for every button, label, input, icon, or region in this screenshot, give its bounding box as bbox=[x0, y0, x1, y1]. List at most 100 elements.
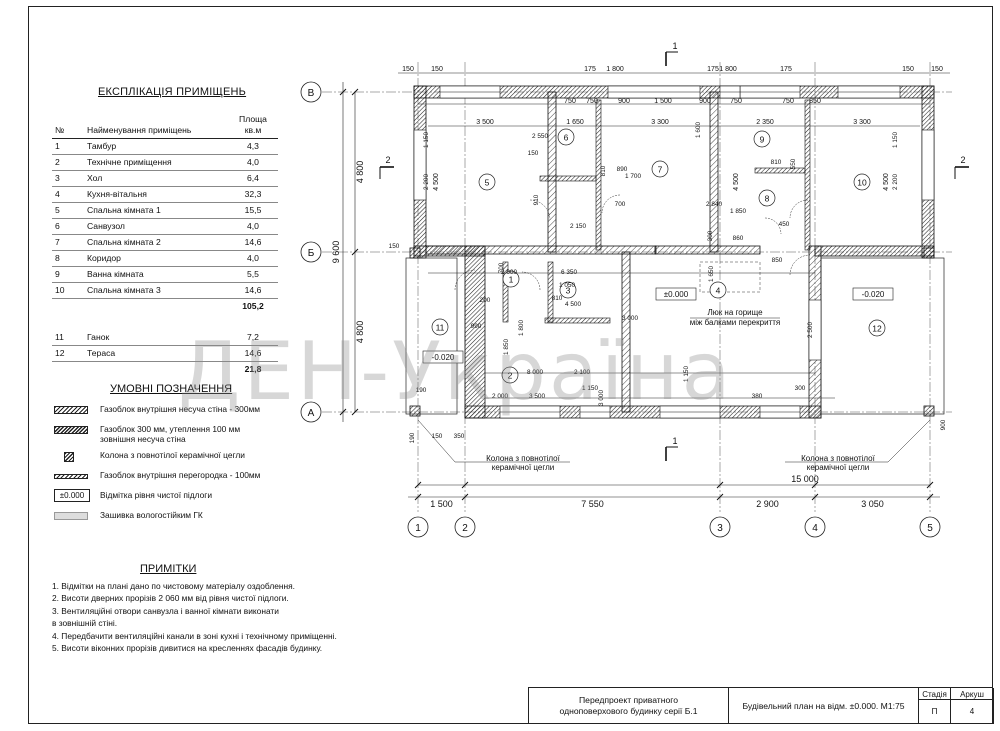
table-cell: Спальна кімната 3 bbox=[84, 282, 228, 299]
door-swing bbox=[764, 217, 782, 235]
room-height: 4 500 bbox=[883, 173, 890, 191]
table-cell: 14,6 bbox=[228, 345, 278, 362]
table-cell: 32,3 bbox=[228, 186, 278, 203]
inner-dimension: 750 bbox=[730, 98, 742, 105]
note-item: 1. Відмітки на плані дано по чистовому м… bbox=[52, 581, 295, 591]
room-number-circle bbox=[758, 189, 776, 207]
dimension-tick bbox=[811, 493, 819, 501]
room-number: 3 bbox=[566, 286, 571, 296]
axis-bubble bbox=[804, 516, 826, 538]
misc-dimension: 150 bbox=[389, 243, 400, 250]
partition bbox=[502, 261, 509, 323]
table-cell: 15,5 bbox=[228, 202, 278, 219]
sheet-cell: Аркуш 4 bbox=[951, 688, 994, 724]
misc-dimension: 2 100 bbox=[574, 369, 590, 376]
table-cell: 11 bbox=[52, 330, 84, 346]
table-cell: Ванна кімната bbox=[84, 266, 228, 283]
axis-bubble bbox=[407, 516, 429, 538]
left-dimension: 9 600 bbox=[331, 241, 341, 264]
table-cell: 12 bbox=[52, 345, 84, 362]
wall bbox=[654, 245, 761, 255]
room-number-circle bbox=[431, 318, 449, 336]
top-dimension: 150 bbox=[902, 66, 914, 73]
axis-letter: Б bbox=[308, 248, 315, 259]
room-dimension: 3 500 bbox=[476, 119, 494, 126]
room-number-circle bbox=[868, 319, 886, 337]
misc-dimension: 850 bbox=[772, 257, 783, 264]
room-dimension: 2 350 bbox=[756, 119, 774, 126]
table-cell: Тамбур bbox=[84, 138, 228, 155]
level-mark bbox=[422, 350, 464, 364]
misc-dimension: 810 bbox=[771, 159, 782, 166]
plan-note: керамічної цегли bbox=[492, 463, 555, 472]
sheet-title: Будівельний план на відм. ±0.000. М1:75 bbox=[729, 688, 919, 724]
misc-dimension: 900 bbox=[940, 419, 947, 430]
misc-dimension: 2 550 bbox=[532, 133, 548, 140]
room-number: 7 bbox=[658, 165, 663, 175]
partition bbox=[754, 167, 806, 174]
room-number-circle bbox=[651, 160, 669, 178]
legend-item: Газоблок 300 мм, утеплення 100 мм зовніш… bbox=[52, 423, 312, 449]
header-name: Найменування приміщень bbox=[84, 112, 228, 139]
axis-number: 4 bbox=[812, 523, 818, 534]
stage-cell: Стадія П bbox=[919, 688, 951, 724]
drawing-frame bbox=[28, 6, 993, 724]
partition bbox=[539, 175, 597, 182]
bottom-dimension: 7 550 bbox=[581, 499, 604, 509]
inner-dimension: 750 bbox=[586, 98, 598, 105]
inner-dimension: 850 bbox=[809, 98, 821, 105]
header-area: Площа кв.м bbox=[228, 112, 278, 139]
dimension-tick bbox=[461, 481, 469, 489]
window bbox=[413, 129, 427, 201]
table-cell: 4,0 bbox=[228, 218, 278, 235]
stage-label: Стадія bbox=[919, 689, 950, 700]
misc-dimension: 700 bbox=[498, 262, 505, 273]
section-label: 1 bbox=[672, 436, 677, 446]
table-cell: 10 bbox=[52, 282, 84, 299]
table-cell: Кухня-вітальня bbox=[84, 186, 228, 203]
column bbox=[923, 405, 935, 417]
door-swing bbox=[454, 269, 476, 291]
table-cell: 2 bbox=[52, 154, 84, 171]
legend-text: Зашивка вологостійким ГК bbox=[100, 510, 203, 520]
misc-dimension: 3 500 bbox=[529, 393, 545, 400]
room-number-circle bbox=[501, 366, 519, 384]
section-label: 1 bbox=[672, 41, 677, 51]
table-cell: Технічне приміщення bbox=[84, 154, 228, 171]
legend-swatch bbox=[54, 474, 88, 479]
dimension-tick bbox=[926, 481, 934, 489]
table-cell: 5,5 bbox=[228, 266, 278, 283]
misc-dimension: 2 200 bbox=[892, 174, 899, 190]
plan-note: Люк на горище bbox=[707, 308, 763, 317]
room-dimension: 1 650 bbox=[566, 119, 584, 126]
table-cell: Спальна кімната 1 bbox=[84, 202, 228, 219]
inner-dimension: 900 bbox=[618, 98, 630, 105]
table-cell: 5 bbox=[52, 202, 84, 219]
sheet-value: 4 bbox=[969, 707, 975, 716]
misc-dimension: 8 000 bbox=[527, 369, 543, 376]
legend-swatch: ±0.000 bbox=[54, 489, 90, 502]
bottom-dimension: 2 900 bbox=[756, 499, 779, 509]
axis-bubble bbox=[709, 516, 731, 538]
plan-note: Колона з повнотілої bbox=[486, 454, 560, 463]
room-number-circle bbox=[853, 173, 871, 191]
window bbox=[921, 129, 935, 201]
misc-dimension: 550 bbox=[790, 158, 797, 169]
level-text: -0.020 bbox=[432, 353, 455, 362]
table-cell: 4 bbox=[52, 186, 84, 203]
legend-item: Газоблок внутрішня несуча стіна - 300мм bbox=[52, 403, 312, 423]
misc-dimension: 1 700 bbox=[625, 173, 641, 180]
plan-note: Колона з повнотілої bbox=[801, 454, 875, 463]
level-mark bbox=[655, 287, 697, 301]
misc-dimension: 200 bbox=[480, 297, 491, 304]
misc-dimension: 1 600 bbox=[695, 122, 702, 138]
misc-dimension: 4 500 bbox=[565, 301, 581, 308]
